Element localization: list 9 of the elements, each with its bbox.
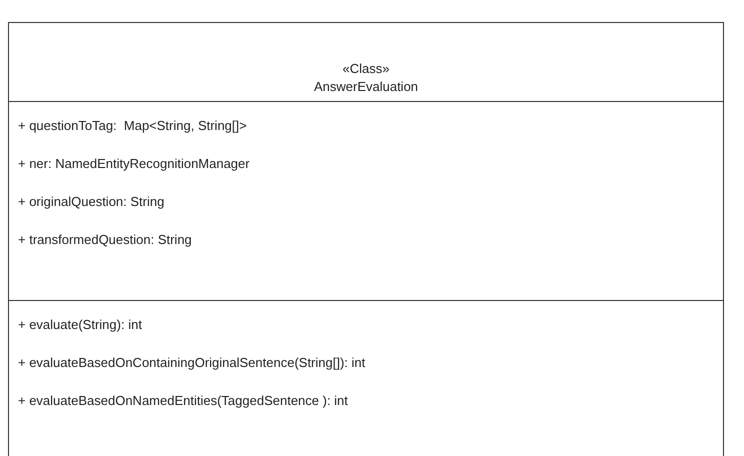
method-text: + evaluateBasedOnNamedEntities(TaggedSentence ): int — [18, 393, 348, 409]
method-text: + evaluateBasedOnContainingOriginalSentence(String[]): int — [18, 355, 366, 371]
class-name: AnswerEvaluation — [312, 79, 420, 95]
attribute-text: + ner: NamedEntityRecognitionManager — [18, 156, 250, 172]
method-text: + evaluate(String): int — [18, 317, 142, 333]
attribute-text: + transformedQuestion: String — [18, 232, 192, 248]
stereotype-label: «Class» — [342, 61, 390, 77]
attribute-text: + questionToTag: Map<String, String[]> — [18, 118, 247, 134]
attribute-text: + originalQuestion: String — [18, 194, 164, 210]
